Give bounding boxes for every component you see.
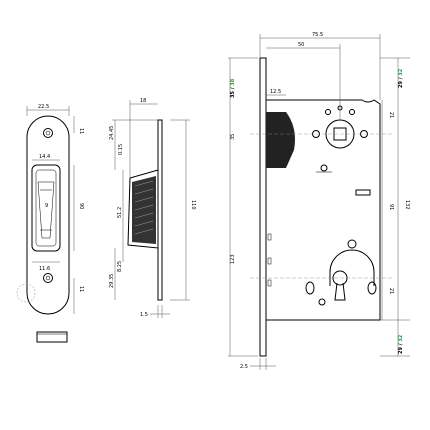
side-plate-label: 1.5 bbox=[140, 312, 148, 318]
strike-window-width-label: 14.4 bbox=[39, 154, 50, 160]
side-total-label: 110 bbox=[190, 200, 196, 210]
strike-screw-top-icon bbox=[43, 128, 53, 138]
strike-latch-tongue bbox=[37, 181, 55, 239]
cylinder-top-hole bbox=[347, 239, 357, 249]
body-spacing-label: 91 bbox=[388, 204, 394, 210]
strike-plate-outline bbox=[26, 115, 70, 315]
side-dim-e-label: 29.35 bbox=[109, 274, 115, 288]
strike-width-label: 22.5 bbox=[38, 104, 49, 110]
body-height-label: 132 bbox=[404, 200, 410, 210]
body-right-side-b-label: 21 bbox=[388, 288, 394, 294]
strike-dashed-circle bbox=[16, 283, 36, 303]
body-backset-label: 50 bbox=[298, 42, 304, 48]
strike-window-inner bbox=[35, 169, 57, 247]
side-dim-d-label: 8.25 bbox=[117, 261, 123, 272]
strike-window-outer bbox=[31, 164, 61, 252]
strike-top-offset-label: 11 bbox=[78, 128, 84, 134]
strike-window-center-label: 9 bbox=[45, 203, 48, 209]
body-left-top-label: 35 / 38 bbox=[230, 78, 236, 98]
faceplate-section-icon bbox=[36, 331, 68, 343]
strike-plate-view: 22.5 11 14.4 90 9 11.6 11 bbox=[16, 104, 84, 343]
body-handle-offset-label: 12.5 bbox=[270, 89, 281, 95]
body-lower-height-label: 123 bbox=[230, 254, 236, 264]
body-faceplate bbox=[259, 57, 267, 357]
side-depth-label: 18 bbox=[140, 98, 146, 104]
strike-bottom-offset-label: 11 bbox=[78, 286, 84, 292]
body-right-top-label: 29 / 32 bbox=[398, 68, 404, 88]
strike-screw-bottom-icon bbox=[43, 273, 53, 283]
side-dim-b-label: 0.15 bbox=[118, 144, 124, 155]
side-dim-c-label: 51.2 bbox=[117, 207, 123, 218]
strike-height-label: 90 bbox=[78, 203, 84, 209]
body-case bbox=[265, 99, 381, 321]
body-right-side-a-label: 21 bbox=[388, 112, 394, 118]
body-total-width-label: 75.5 bbox=[312, 32, 323, 38]
side-dim-a-label: 24.45 bbox=[109, 126, 115, 140]
side-plate bbox=[157, 119, 163, 301]
body-latch bbox=[266, 112, 295, 168]
cylinder-body-icon bbox=[329, 249, 375, 286]
body-view: 75.5 50 12.5 35 / 38 35 123 29 / 32 21 9… bbox=[228, 32, 410, 370]
strike-window-bottom-label: 11.6 bbox=[39, 266, 50, 272]
body-faceplate-label: 2.5 bbox=[240, 364, 248, 370]
body-right-bottom-label: 29 / 32 bbox=[398, 334, 404, 354]
side-view: 18 24.45 0.15 51.2 110 29.35 8.25 1.5 bbox=[109, 98, 196, 318]
body-latch-label: 35 bbox=[230, 134, 236, 140]
